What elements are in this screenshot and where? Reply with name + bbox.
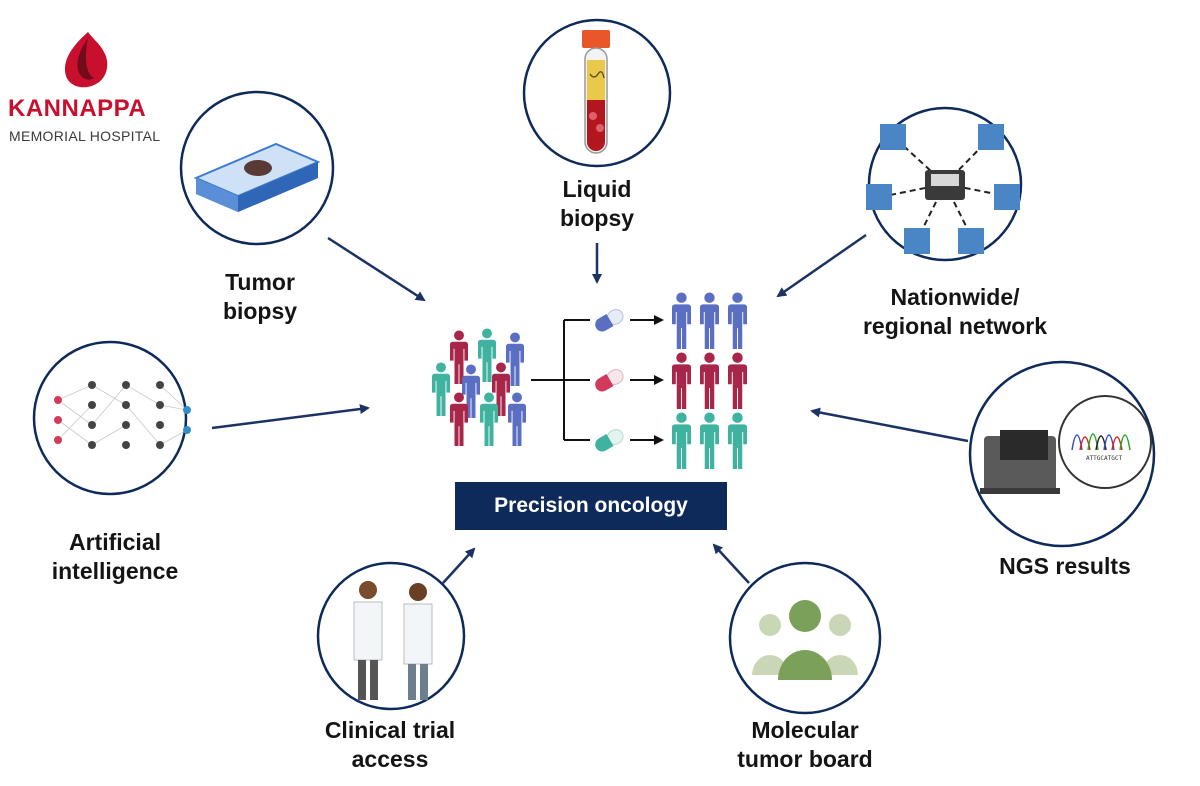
label-network: Nationwide/ regional network (860, 283, 1050, 341)
label-liquid-biopsy-line2: biopsy (559, 205, 635, 231)
branch-arrows (531, 315, 664, 445)
person-icon (450, 392, 468, 446)
ngs-sequence-text: ATTGCATGCT (1086, 455, 1123, 462)
label-ai-line2: intelligence (51, 558, 179, 584)
person-icon (700, 352, 719, 409)
blood-tube-icon (582, 30, 610, 154)
patient-group-icon (432, 328, 526, 446)
label-tumor-biopsy-line2: biopsy (222, 298, 298, 324)
arrows (211, 233, 969, 584)
person-icon (728, 352, 747, 409)
arrow-tumor-board (712, 543, 750, 584)
label-network-line2: regional network (862, 313, 1048, 339)
person-icon (700, 292, 719, 349)
person-icon (480, 392, 498, 446)
hospital-network-icon (866, 124, 1020, 254)
arrow-ngs (810, 407, 969, 443)
person-icon (432, 362, 450, 416)
neural-network-icon (54, 381, 191, 449)
doctors-icon (353, 581, 433, 700)
person-icon (672, 292, 691, 349)
circle-clinical-trial (316, 561, 466, 711)
label-tumor-biopsy-line1: Tumor (225, 269, 295, 295)
label-ngs: NGS results (985, 552, 1145, 581)
person-icon (508, 392, 526, 446)
person-icon (672, 352, 691, 409)
label-ai: Artificial intelligence (40, 528, 190, 586)
person-icon (728, 292, 747, 349)
label-clinical-trial-line2: access (351, 746, 429, 772)
label-tumor-board: Molecular tumor board (725, 716, 885, 774)
result-groups (672, 292, 747, 469)
label-tumor-board-line2: tumor board (737, 746, 873, 772)
circle-ai (32, 340, 188, 496)
person-icon (700, 412, 719, 469)
sequencer-icon: ATTGCATGCT (980, 395, 1152, 494)
arrow-ai (211, 404, 370, 430)
precision-oncology-box: Precision oncology (455, 482, 727, 530)
label-liquid-biopsy: Liquid biopsy (537, 175, 657, 233)
circle-tumor-board (728, 561, 882, 715)
precision-oncology-label: Precision oncology (494, 494, 688, 517)
tumor-slide-icon (193, 142, 321, 212)
label-clinical-trial: Clinical trial access (310, 716, 470, 774)
arrow-network (776, 233, 867, 298)
label-liquid-biopsy-line1: Liquid (562, 176, 632, 202)
logo-name: KANNAPPA (8, 95, 147, 122)
logo-subtitle: MEMORIAL HOSPITAL (9, 128, 161, 144)
arrow-tumor-biopsy (327, 236, 426, 302)
person-icon (728, 412, 747, 469)
label-ai-line1: Artificial (68, 529, 162, 555)
group-icon (752, 600, 858, 680)
pill-icon (595, 309, 624, 452)
label-clinical-trial-line1: Clinical trial (324, 717, 456, 743)
person-icon (672, 412, 691, 469)
label-network-line1: Nationwide/ (890, 284, 1020, 310)
label-tumor-board-line1: Molecular (751, 717, 859, 743)
person-icon (478, 328, 496, 382)
arrow-clinical-trial (442, 547, 476, 584)
label-ngs-line1: NGS results (999, 553, 1131, 579)
hospital-logo-icon (64, 32, 108, 88)
label-tumor-biopsy: Tumor biopsy (195, 268, 325, 326)
